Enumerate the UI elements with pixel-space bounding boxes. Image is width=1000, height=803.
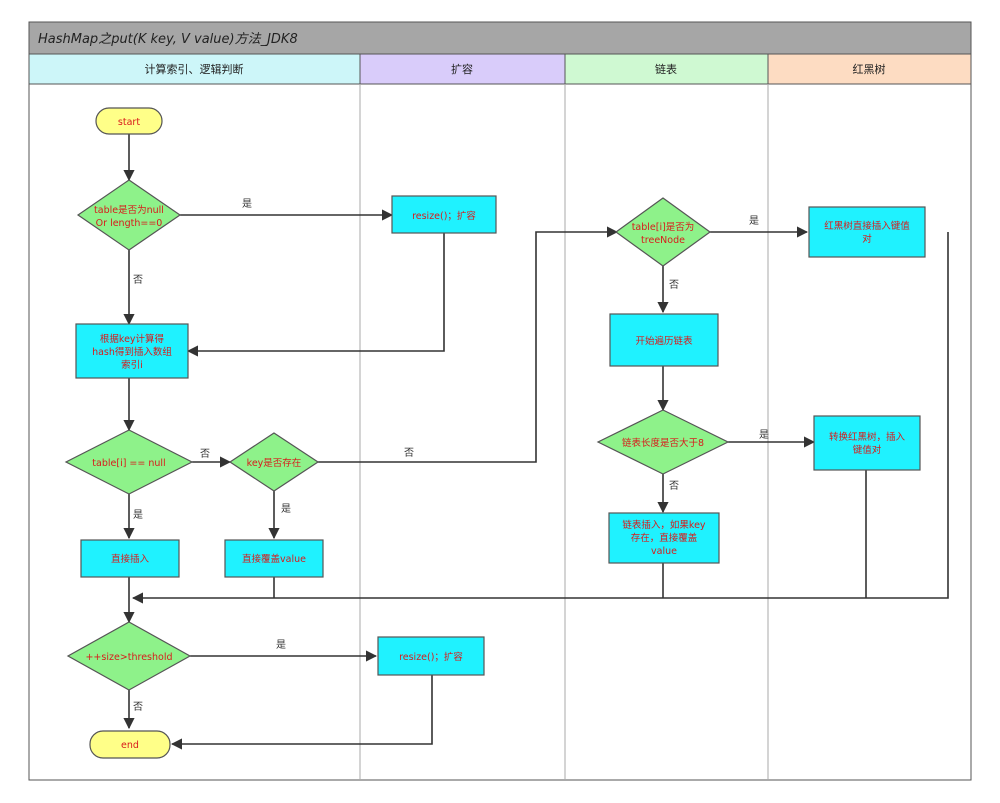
start-terminal-shape (95, 107, 163, 135)
direct-insert-box (80, 539, 180, 578)
resize-box-1 (391, 195, 497, 234)
edge-label-no: 否 (200, 448, 210, 460)
resize-label-2: resize()；扩容 (399, 651, 463, 663)
calc-index-process: 根据key计算得 hash得到插入数组 索引i (75, 323, 189, 379)
convert-tree-box (813, 415, 921, 471)
size-threshold-decision: ++size>threshold (66, 621, 192, 691)
lane-header-list (564, 53, 769, 85)
start-node: start (95, 107, 163, 135)
lane-label-index: 计算索引、逻辑判断 (145, 62, 244, 76)
lane-label-resize: 扩容 (451, 62, 473, 76)
calc-index-box (75, 323, 189, 379)
overwrite-value-box (224, 539, 324, 578)
is-treenode-diamond (614, 197, 712, 267)
edges: 是 否 否 是 是 否 是 否 是 否 (123, 132, 949, 750)
edge-label-yes: 是 (276, 639, 286, 651)
edge-label-yes: 是 (133, 509, 143, 521)
is-treenode-label-line1: table[i]是否为 (632, 221, 695, 233)
edge-label-yes: 是 (242, 198, 252, 210)
edge-resize-end (170, 675, 433, 750)
list-len-diamond (596, 409, 730, 475)
calc-index-label-line2: hash得到插入数组 (92, 346, 172, 358)
resize-process-2: resize()；扩容 (377, 636, 485, 676)
convert-tree-label-line2: 键值对 (853, 444, 882, 456)
traverse-list-box (609, 313, 719, 367)
tree-insert-box (808, 206, 926, 258)
tree-insert-process: 红黑树直接插入键值 对 (808, 206, 926, 258)
edge-label-no: 否 (669, 279, 679, 291)
lane-headers: 计算索引、逻辑判断 扩容 链表 红黑树 (28, 53, 972, 85)
size-threshold-diamond (66, 621, 192, 691)
list-insert-label-line3: value (651, 546, 677, 557)
check-table-label-line2: Or length==0 (96, 218, 163, 229)
key-exists-decision: key是否存在 (228, 432, 320, 492)
lane-label-list: 链表 (655, 62, 677, 76)
edge-keyexists-treenode (318, 226, 619, 463)
lane-dividers (359, 84, 769, 780)
end-label: end (121, 740, 139, 751)
is-treenode-decision: table[i]是否为 treeNode (614, 197, 712, 267)
edge-label-yes: 是 (759, 429, 769, 441)
lane-header-tree (767, 53, 972, 85)
traverse-list-label: 开始遍历链表 (635, 335, 693, 347)
diagram-title: HashMap之put(K key, V value)方法_JDK8 (38, 32, 298, 47)
start-label: start (118, 117, 140, 128)
convert-tree-label-line1: 转换红黑树，插入 (829, 431, 906, 443)
tree-insert-label-line2: 对 (862, 233, 872, 245)
title-bar-bg (28, 21, 972, 55)
check-table-decision: table是否为null Or length==0 (76, 179, 182, 251)
table-i-null-label: table[i] == null (92, 458, 165, 469)
key-exists-diamond (228, 432, 320, 492)
list-len-label: 链表长度是否大于8 (622, 437, 704, 449)
edge-label-yes: 是 (749, 215, 759, 227)
end-terminal-shape (89, 730, 171, 759)
convert-tree-process: 转换红黑树，插入 键值对 (813, 415, 921, 471)
direct-insert-label: 直接插入 (111, 553, 150, 565)
check-table-diamond (76, 179, 182, 251)
resize-label-1: resize()；扩容 (412, 210, 476, 222)
end-node: end (89, 730, 171, 759)
list-len-decision: 链表长度是否大于8 (596, 409, 730, 475)
is-treenode-label-line2: treeNode (641, 235, 685, 246)
list-insert-label-line1: 链表插入，如果key (622, 519, 706, 531)
size-threshold-label: ++size>threshold (85, 652, 172, 663)
title-bar: HashMap之put(K key, V value)方法_JDK8 (28, 21, 972, 55)
lane-header-index (28, 53, 361, 85)
overwrite-value-process: 直接覆盖value (224, 539, 324, 578)
edge-label-no: 否 (133, 701, 143, 713)
table-i-null-diamond (64, 429, 194, 495)
direct-insert-process: 直接插入 (80, 539, 180, 578)
edge-label-yes: 是 (281, 503, 291, 515)
lane-label-tree: 红黑树 (853, 62, 886, 76)
edge-label-no: 否 (669, 480, 679, 492)
check-table-label-line1: table是否为null (94, 204, 164, 216)
edge-resize-calc (186, 233, 445, 357)
list-insert-box (608, 512, 720, 564)
tree-insert-label-line1: 红黑树直接插入键值 (824, 220, 910, 232)
overwrite-value-label: 直接覆盖value (242, 553, 306, 565)
list-insert-label-line2: 存在，直接覆盖 (631, 532, 698, 544)
key-exists-label: key是否存在 (247, 457, 302, 469)
edge-label-no: 否 (133, 274, 143, 286)
edge-label-no: 否 (404, 447, 414, 459)
traverse-list-process: 开始遍历链表 (609, 313, 719, 367)
calc-index-label-line3: 索引i (121, 359, 143, 371)
table-i-null-decision: table[i] == null (64, 429, 194, 495)
resize-box-2 (377, 636, 485, 676)
calc-index-label-line1: 根据key计算得 (100, 333, 165, 345)
list-insert-process: 链表插入，如果key 存在，直接覆盖 value (608, 512, 720, 564)
resize-process-1: resize()；扩容 (391, 195, 497, 234)
edge-merge-main (131, 232, 949, 604)
